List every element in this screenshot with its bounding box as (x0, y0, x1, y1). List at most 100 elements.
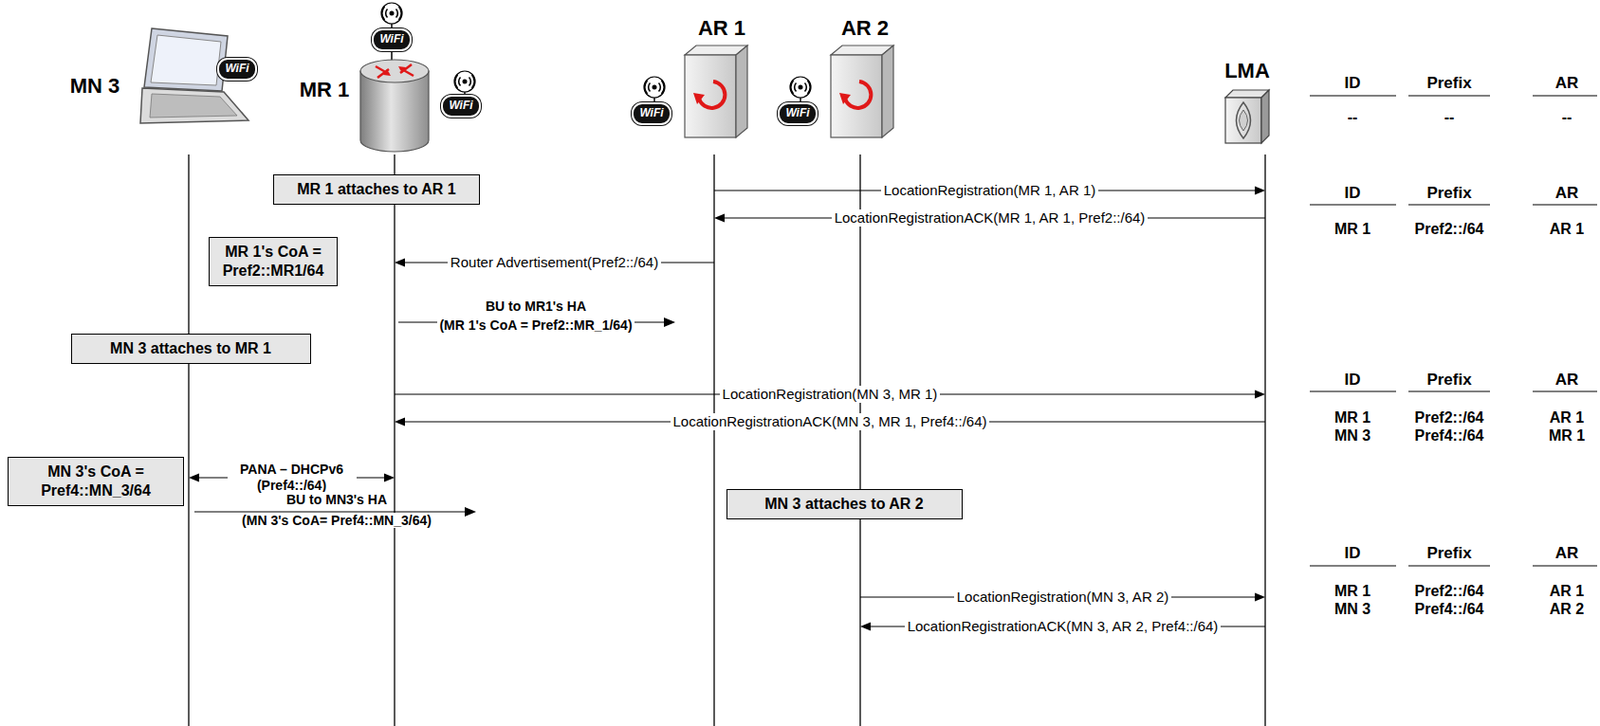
message-label: LocationRegistrationACK(MN 3, MR 1, Pref… (670, 413, 991, 431)
table-cell: Pref2::/64 (1415, 409, 1485, 427)
table-underline (1408, 565, 1490, 567)
lifeline (859, 154, 861, 726)
message-label: LocationRegistrationACK(MR 1, AR 1, Pref… (831, 209, 1149, 227)
arrow-head (394, 258, 405, 268)
table-underline (1309, 203, 1397, 205)
table-underline (1408, 203, 1490, 205)
participant-label: LMA (1224, 58, 1270, 83)
participant-label: AR 1 (698, 16, 746, 40)
arrow-head (394, 418, 405, 427)
step-text: MN 3 attaches to MR 1 (76, 339, 306, 359)
table-header: AR (1555, 183, 1580, 203)
participant-name: LMA (1224, 58, 1270, 83)
message-label: Router Advertisement(Pref2::/64) (447, 254, 662, 272)
table-cell: -- (1347, 109, 1359, 127)
lma-icon (1225, 97, 1262, 144)
arrow-head (714, 214, 725, 223)
participant-name: AR 2 (841, 16, 889, 40)
table-cell: Pref4::/64 (1415, 601, 1485, 619)
table-header: Prefix (1426, 544, 1472, 564)
table-underline (1408, 390, 1490, 392)
participant-label: MR 1 (299, 77, 350, 102)
participant-label: MN 3 (70, 73, 121, 98)
step-box: MN 3's CoA = Pref4::MN_3/64 (7, 457, 184, 507)
router-icon (360, 47, 429, 152)
table-header: Prefix (1426, 73, 1472, 93)
server-icon (684, 45, 748, 138)
laptop-icon (150, 35, 221, 86)
table-cell: -- (1562, 109, 1573, 127)
table-underline (1532, 390, 1598, 392)
arrow-head (384, 474, 395, 483)
wifi-logo: WiFi (777, 102, 817, 126)
table-cell: MR 1 (1334, 220, 1371, 239)
table-cell: AR 1 (1549, 220, 1584, 239)
lma-icon (1225, 90, 1269, 144)
table-underline (1532, 565, 1598, 567)
lma-icon (1261, 90, 1269, 144)
table-underline (1309, 565, 1397, 567)
arrow-head (1254, 186, 1266, 196)
table-cell: Pref2::/64 (1415, 583, 1485, 601)
arrow-head (188, 474, 200, 483)
step-text: MR 1's CoA = Pref2::MR1/64 (214, 242, 332, 281)
table-underline (1309, 390, 1397, 392)
message-label: PANA – DHCPv6 (Pref4::/64) (227, 461, 357, 495)
message-label: LocationRegistrationACK(MN 3, AR 2, Pref… (904, 618, 1222, 636)
arrow-head (860, 623, 871, 632)
table-underline (1532, 203, 1598, 205)
table-cell: MR 1 (1548, 427, 1585, 445)
table-underline (1408, 94, 1490, 96)
binding-update-arrow (464, 507, 477, 517)
binding-update-label: (MR 1's CoA = Pref2::MR_1/64) (437, 317, 634, 333)
lma-icon (1236, 102, 1251, 139)
step-box: MR 1 attaches to AR 1 (273, 174, 480, 205)
laptop-icon (149, 93, 238, 118)
participant-name: MR 1 (299, 77, 350, 102)
wifi-logo: WiFi (441, 94, 480, 118)
lifeline (713, 154, 715, 726)
message-label: LocationRegistration(MR 1, AR 1) (881, 182, 1099, 200)
binding-update-arrow (663, 317, 676, 328)
step-box: MR 1's CoA = Pref2::MR1/64 (208, 237, 338, 287)
laptop-icon (144, 28, 228, 92)
server-icon (830, 45, 894, 138)
table-cell: MR 1 (1334, 583, 1371, 601)
table-header: ID (1344, 183, 1361, 203)
message-label: LocationRegistration(MN 3, AR 2) (954, 588, 1172, 607)
table-header: ID (1344, 370, 1361, 390)
table-header: Prefix (1426, 183, 1472, 203)
step-box: MN 3 attaches to MR 1 (71, 333, 312, 365)
lifeline (187, 154, 189, 726)
table-cell: AR 1 (1549, 583, 1584, 601)
router-icon (398, 66, 406, 74)
server-icon (839, 92, 851, 105)
table-header: AR (1555, 370, 1580, 390)
server-icon (693, 92, 705, 105)
step-box: MN 3 attaches to AR 2 (726, 489, 963, 520)
table-header: ID (1344, 73, 1361, 93)
table-cell: Pref2::/64 (1415, 220, 1485, 239)
router-icon (383, 69, 391, 76)
table-header: ID (1344, 544, 1361, 564)
server-icon (684, 55, 736, 138)
binding-update-label: BU to MR1's HA (483, 298, 589, 314)
message-label: LocationRegistration(MN 3, MR 1) (719, 386, 941, 404)
wifi-logo: WiFi (371, 28, 411, 52)
table-cell: AR 1 (1549, 409, 1584, 427)
table-header: AR (1555, 544, 1580, 564)
table-cell: MN 3 (1334, 427, 1371, 445)
lifeline (1264, 154, 1266, 726)
table-cell: MN 3 (1334, 601, 1371, 619)
wifi-logo: WiFi (631, 102, 671, 126)
lifeline (393, 154, 395, 726)
router-icon (375, 64, 414, 78)
router-icon (360, 59, 429, 83)
server-icon (735, 45, 748, 138)
table-header: Prefix (1426, 370, 1472, 390)
participant-label: AR 2 (841, 16, 889, 40)
table-cell: AR 2 (1549, 601, 1584, 619)
server-icon (830, 55, 883, 138)
table-cell: -- (1444, 109, 1455, 127)
